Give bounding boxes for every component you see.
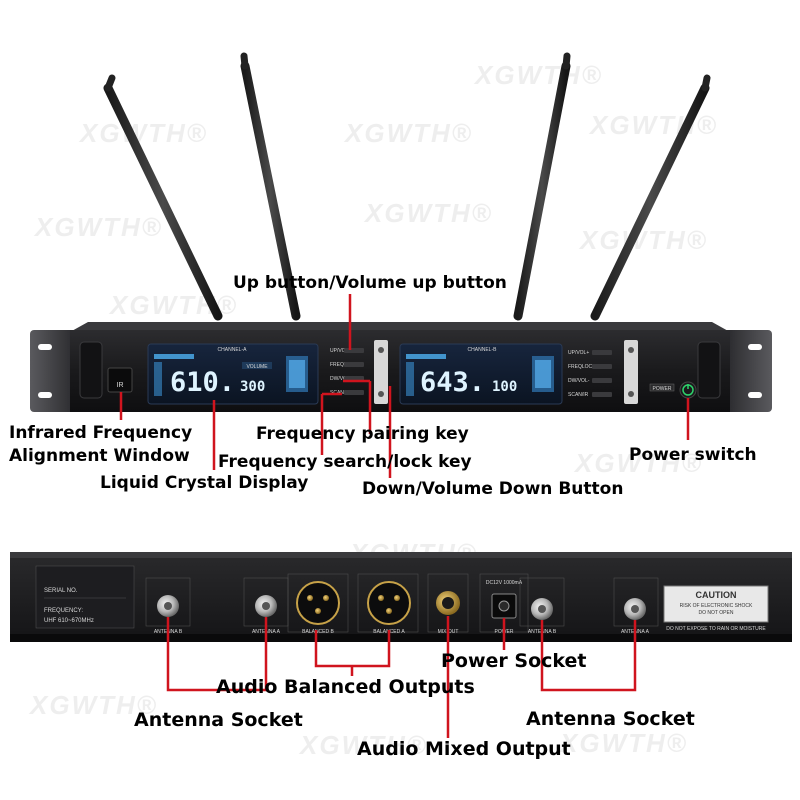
power-switch[interactable]: POWER <box>649 381 697 399</box>
lcd-channel-a: CHANNEL-A 610. 300 VOLUME <box>147 343 319 405</box>
svg-text:CAUTION: CAUTION <box>696 590 737 600</box>
svg-text:SERIAL NO.: SERIAL NO. <box>44 588 78 594</box>
callout-down-button: Down/Volume Down Button <box>362 479 624 499</box>
callout-mixed-output: Audio Mixed Output <box>357 738 571 760</box>
svg-text:300: 300 <box>240 379 265 395</box>
button-column-b: UP/VOL+ FREQLOCK DW/VOL- SCAN/IR <box>568 350 612 398</box>
callout-infrared-line2: Alignment Window <box>9 446 190 466</box>
ir-window: IR <box>107 367 133 393</box>
svg-text:FREQUENCY:: FREQUENCY: <box>44 608 83 614</box>
callout-up-button: Up button/Volume up button <box>233 273 507 293</box>
svg-text:DW/VOL-: DW/VOL- <box>330 376 352 382</box>
callout-power-socket: Power Socket <box>441 650 587 672</box>
callout-frequency-pairing: Frequency pairing key <box>256 424 469 444</box>
svg-text:POWER: POWER <box>653 386 672 392</box>
svg-text:SCAN/IR: SCAN/IR <box>568 392 589 398</box>
svg-text:VOLUME: VOLUME <box>246 364 268 370</box>
svg-text:CHANNEL-A: CHANNEL-A <box>218 347 248 353</box>
lcd-channel-b: CHANNEL-B 643. 100 <box>399 343 563 405</box>
svg-text:643.: 643. <box>420 367 485 398</box>
callout-lcd: Liquid Crystal Display <box>100 473 309 493</box>
svg-text:100: 100 <box>492 379 517 395</box>
antenna-left-outer <box>103 74 223 321</box>
callout-lines <box>119 294 690 738</box>
svg-text:UHF 610~670MHz: UHF 610~670MHz <box>44 618 94 624</box>
svg-text:DC12V 1000mA: DC12V 1000mA <box>486 580 523 586</box>
antenna-left-inner <box>240 52 301 321</box>
up-volume-button-a[interactable] <box>344 348 364 353</box>
callout-antenna-socket-left: Antenna Socket <box>134 709 303 731</box>
antenna-right-outer <box>590 74 711 321</box>
svg-text:610.: 610. <box>170 367 235 398</box>
callout-antenna-socket-right: Antenna Socket <box>526 708 695 730</box>
right-divider <box>624 340 638 404</box>
antenna-right-inner <box>513 52 571 321</box>
svg-text:DW/VOL-: DW/VOL- <box>568 378 590 384</box>
svg-text:BALANCED B: BALANCED B <box>302 629 334 635</box>
scan-button-a[interactable] <box>344 390 364 395</box>
svg-text:FREQLOCK: FREQLOCK <box>568 364 596 370</box>
balanced-output-b[interactable]: BALANCED B <box>287 573 349 635</box>
pair-button-a[interactable] <box>344 362 364 367</box>
svg-text:UP/VOL+: UP/VOL+ <box>330 348 351 354</box>
svg-text:UP/VOL+: UP/VOL+ <box>568 350 589 356</box>
callout-infrared-line1: Infrared Frequency <box>9 423 193 443</box>
callout-power-switch: Power switch <box>629 445 757 465</box>
svg-text:RISK OF ELECTRONIC SHOCK: RISK OF ELECTRONIC SHOCK <box>680 603 753 609</box>
callout-balanced-outputs: Audio Balanced Outputs <box>216 676 475 698</box>
svg-text:DO NOT EXPOSE TO RAIN OR MOIST: DO NOT EXPOSE TO RAIN OR MOISTURE <box>666 626 766 632</box>
callout-frequency-search-lock: Frequency search/lock key <box>218 452 472 472</box>
svg-text:IR: IR <box>117 382 124 389</box>
center-divider <box>374 340 388 404</box>
svg-text:CHANNEL-B: CHANNEL-B <box>468 347 498 353</box>
caution-label: CAUTION RISK OF ELECTRONIC SHOCK DO NOT … <box>663 585 769 632</box>
svg-text:DO NOT OPEN: DO NOT OPEN <box>699 610 734 616</box>
